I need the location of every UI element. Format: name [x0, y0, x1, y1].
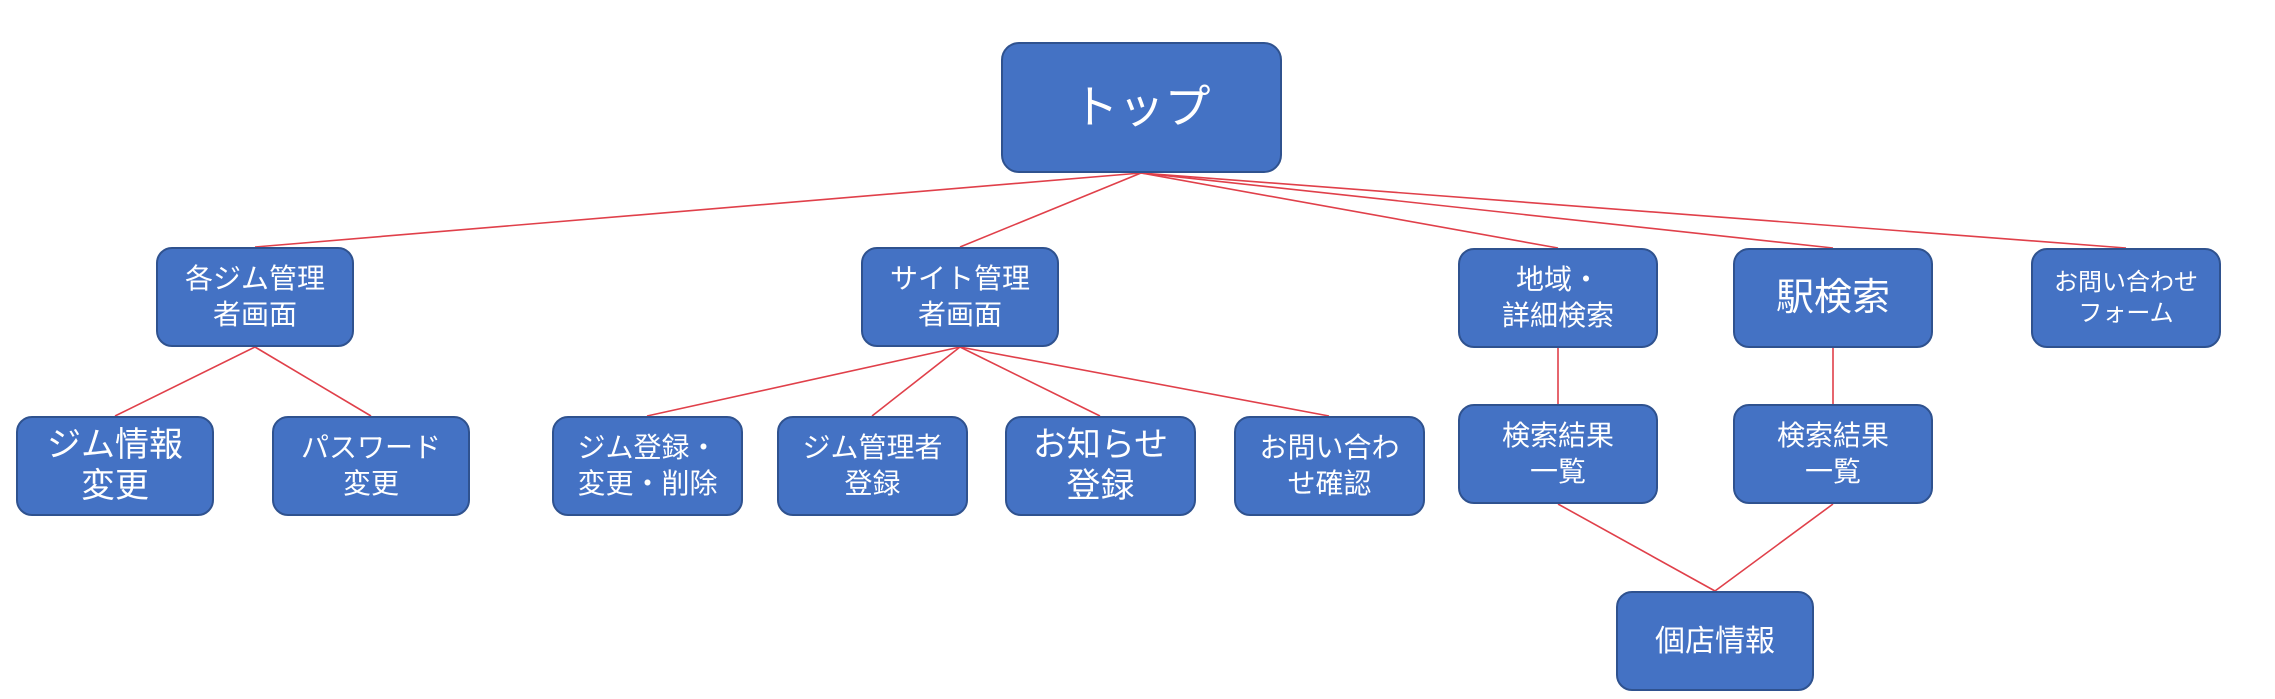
node-gym-admin-screen: 各ジム管理 者画面 [156, 247, 354, 347]
edge-gym-admin-gym-info [114, 346, 256, 417]
node-site-admin-screen: サイト管理 者画面 [861, 247, 1059, 347]
edge-result-a-store [1557, 503, 1716, 592]
node-result-list-station-label: 検索結果 一覧 [1776, 418, 1889, 488]
node-site-admin-screen-label: サイト管理 者画面 [889, 261, 1030, 331]
edge-top-site-admin [959, 172, 1142, 248]
node-manager-register: ジム管理者 登録 [777, 416, 968, 516]
node-gym-info-change-label: ジム情報 変更 [47, 425, 183, 506]
node-station-search: 駅検索 [1733, 248, 1933, 348]
node-gym-register: ジム登録・ 変更・削除 [552, 416, 743, 516]
edge-site-admin-mgr-reg [871, 346, 961, 417]
edge-top-contact [1140, 172, 2127, 249]
node-contact-form-label: お問い合わせ フォーム [2054, 267, 2198, 327]
node-store-info: 個店情報 [1616, 591, 1814, 691]
node-password-change: パスワード 変更 [272, 416, 470, 516]
node-area-detail-search: 地域・ 詳細検索 [1458, 248, 1658, 348]
node-inquiry-check-label: お問い合わ せ確認 [1259, 430, 1400, 500]
edge-result-b-store [1714, 503, 1834, 592]
node-result-list-area-label: 検索結果 一覧 [1501, 418, 1614, 488]
node-contact-form: お問い合わせ フォーム [2031, 248, 2221, 348]
node-news-register: お知らせ 登録 [1005, 416, 1196, 516]
node-gym-admin-screen-label: 各ジム管理 者画面 [184, 261, 325, 331]
node-store-info-label: 個店情報 [1655, 623, 1775, 659]
node-station-search-label: 駅検索 [1775, 275, 1890, 320]
node-password-change-label: パスワード 変更 [300, 430, 441, 500]
edge-top-area [1140, 172, 1559, 249]
edge-top-gym-admin [254, 172, 1142, 248]
edge-site-admin-news [959, 346, 1101, 417]
node-gym-info-change: ジム情報 変更 [16, 416, 214, 516]
node-top-label: トップ [1072, 79, 1211, 134]
node-inquiry-check: お問い合わ せ確認 [1234, 416, 1425, 516]
node-manager-register-label: ジム管理者 登録 [802, 430, 943, 500]
edge-top-station [1140, 172, 1834, 249]
node-top: トップ [1001, 42, 1282, 173]
edge-site-admin-gym-reg [646, 346, 961, 417]
node-area-detail-search-label: 地域・ 詳細検索 [1501, 262, 1614, 332]
edge-gym-admin-password [254, 346, 372, 417]
node-result-list-area: 検索結果 一覧 [1458, 404, 1658, 504]
node-news-register-label: お知らせ 登録 [1032, 425, 1169, 506]
node-result-list-station: 検索結果 一覧 [1733, 404, 1933, 504]
node-gym-register-label: ジム登録・ 変更・削除 [577, 430, 718, 500]
edge-site-admin-inquiry [959, 346, 1330, 417]
